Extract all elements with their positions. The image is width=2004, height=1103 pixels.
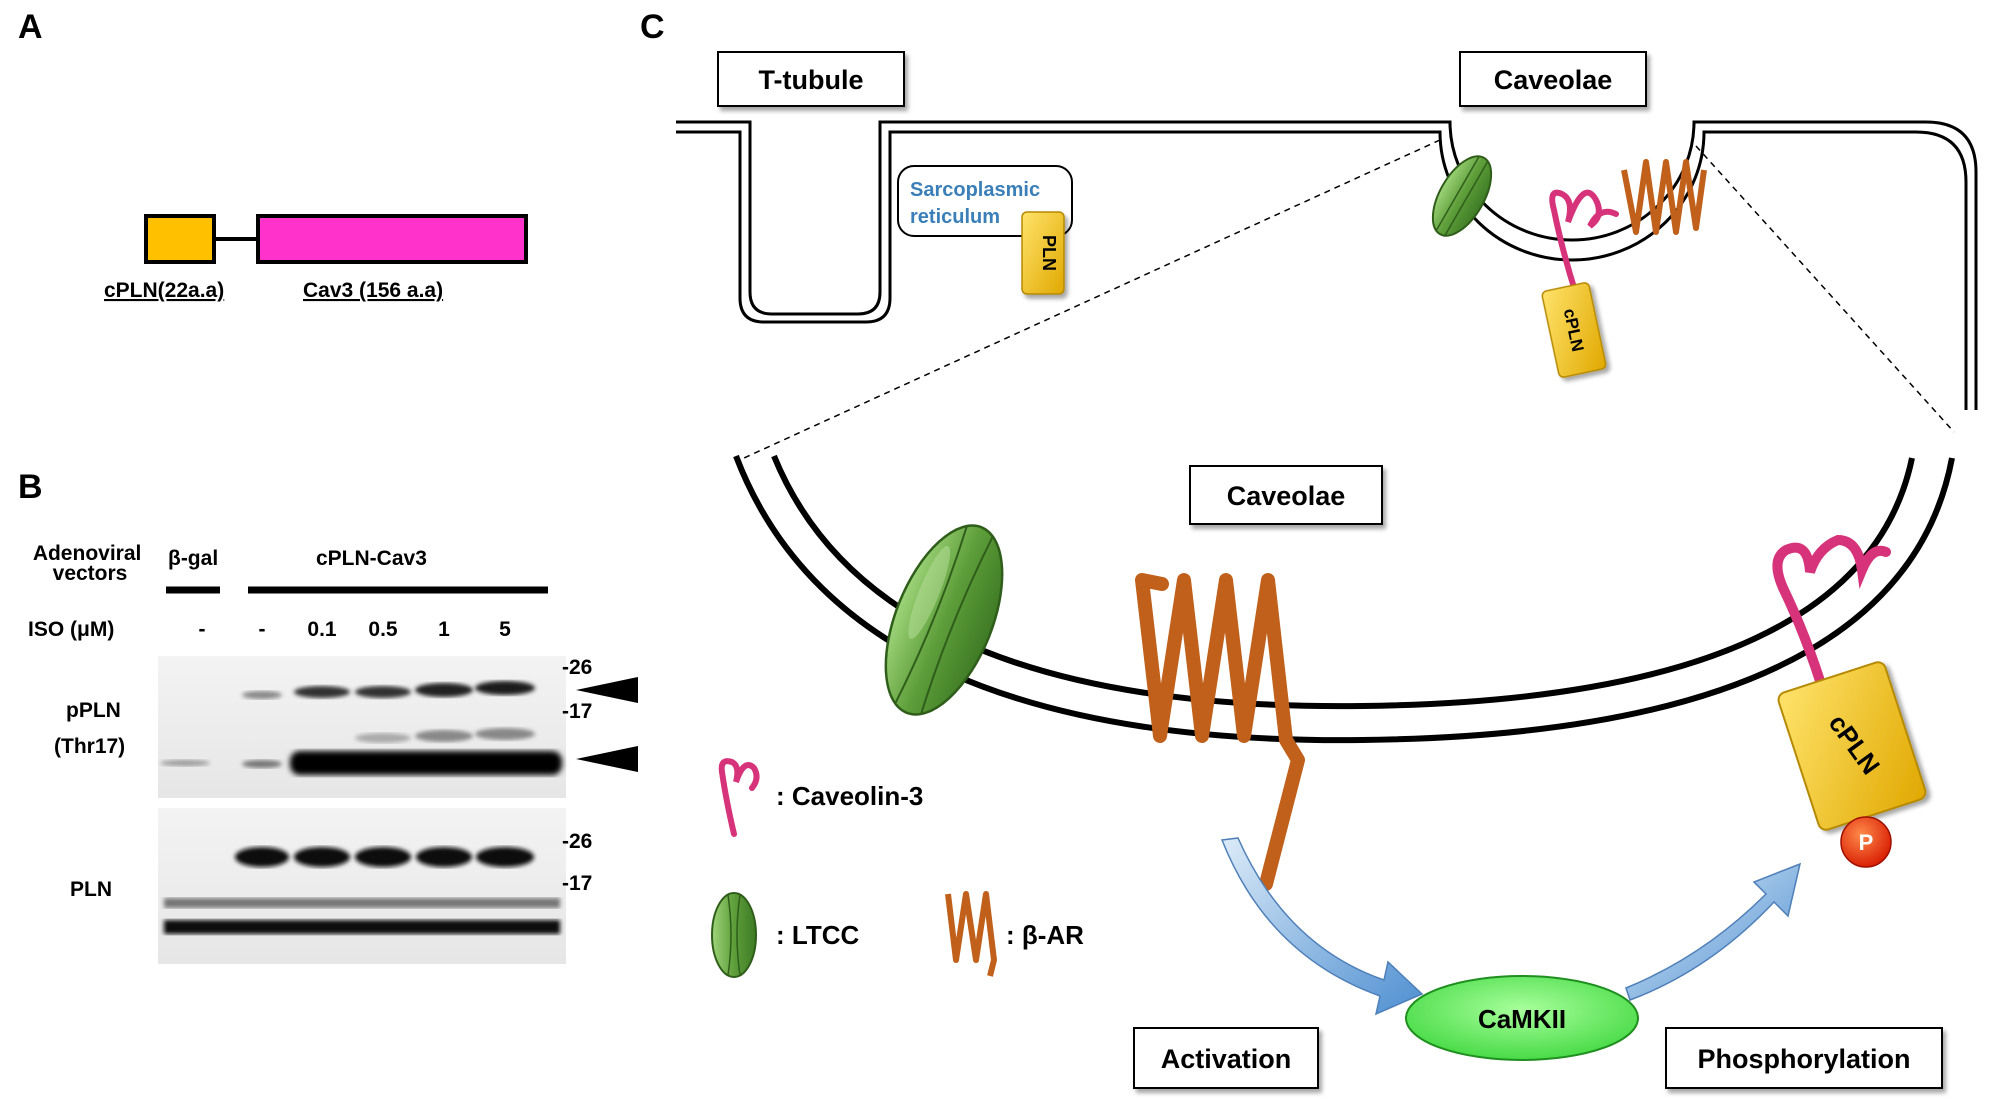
legend-ltcc-label: : LTCC [776, 920, 859, 950]
phospho-label: P [1859, 830, 1874, 855]
caveolae-top-box [1459, 51, 1647, 107]
band [164, 898, 560, 908]
band [294, 847, 350, 867]
sr-line2: reticulum [910, 206, 1000, 228]
pln-small [1021, 211, 1065, 295]
iso-value: 0.1 [307, 618, 337, 641]
camkii-ellipse [1405, 975, 1639, 1061]
legend-cav3-icon [718, 758, 760, 837]
iso-value: 5 [499, 618, 511, 641]
band [415, 730, 473, 742]
pPLN-blot [158, 656, 566, 798]
cpln-domain-box [144, 214, 216, 264]
band [164, 920, 560, 934]
marker-26-top: -26 [562, 656, 592, 679]
cpln-small-box [1541, 282, 1607, 378]
activation-arrow [1220, 837, 1424, 1016]
caveolae-mid-label: Caveolae [1227, 481, 1346, 511]
bar-small [1621, 159, 1707, 235]
phosphorylation-box [1665, 1027, 1943, 1089]
phosphorylation-label: Phosphorylation [1697, 1044, 1910, 1074]
PLN-bands [164, 847, 560, 934]
panel-b-label: B [18, 468, 43, 506]
band [355, 733, 411, 743]
iso-value: - [199, 618, 206, 641]
arrowhead-lower [576, 746, 638, 772]
activation-label: Activation [1161, 1044, 1292, 1074]
cpln-domain-label: cPLN(22a.a) [104, 279, 224, 302]
band [415, 683, 473, 697]
cav3-domain-box [256, 214, 528, 264]
panel-c-label: C [640, 8, 665, 46]
bgal-label: β-gal [168, 547, 218, 570]
caveolae-top-label: Caveolae [1494, 65, 1613, 95]
band [475, 681, 535, 695]
legend-bar-icon [945, 891, 997, 977]
panel-a-label: A [18, 8, 43, 46]
arrowhead-upper [576, 677, 638, 703]
pln-small-label: PLN [1039, 235, 1059, 271]
ttubule-label: T-tubule [759, 65, 864, 95]
pPLN-label: pPLN [66, 699, 121, 722]
thr17-label: (Thr17) [54, 735, 125, 758]
cav3-big [1772, 534, 1891, 705]
iso-value: 0.5 [368, 618, 398, 641]
iso-values: - - 0.1 0.5 1 5 [199, 618, 512, 641]
adenoviral-line2: vectors [53, 562, 128, 585]
zoom-line-right [1695, 145, 1955, 433]
PLN-label: PLN [70, 878, 112, 901]
band [476, 847, 534, 867]
iso-value: 1 [438, 618, 450, 641]
band [475, 728, 535, 740]
marker-17-bottom: -17 [562, 872, 592, 895]
phospho-circle [1840, 816, 1892, 868]
cpln-big-box [1777, 661, 1927, 831]
band [290, 751, 562, 775]
marker-26-bottom: -26 [562, 830, 592, 853]
pPLN-bands [160, 681, 562, 775]
band [242, 760, 282, 768]
zoom-line-left [743, 139, 1441, 459]
bar-big [1135, 573, 1305, 891]
band [416, 847, 472, 867]
sr-line1: Sarcoplasmic [910, 179, 1040, 201]
band [294, 686, 350, 698]
legend-cav3-label: : Caveolin-3 [776, 781, 923, 811]
caveolae-mid-box [1189, 465, 1383, 525]
legend-bar-label: : β-AR [1006, 920, 1084, 950]
cav3-domain-label: Cav3 (156 a.a) [303, 279, 443, 302]
band [355, 847, 411, 867]
legend-ltcc-icon [711, 892, 757, 978]
iso-value: - [259, 618, 266, 641]
marker-17-top: -17 [562, 700, 592, 723]
band [355, 686, 411, 698]
adenoviral-line1: Adenoviral [33, 542, 142, 565]
iso-label: ISO (μM) [28, 618, 114, 641]
band [235, 847, 289, 867]
ltcc-big [884, 524, 1004, 716]
zoom-membrane [733, 454, 1955, 744]
cav3-small [1549, 189, 1619, 297]
top-membrane [676, 120, 1978, 410]
cpln-cav3-label: cPLN-Cav3 [316, 547, 427, 570]
activation-box [1133, 1027, 1319, 1089]
ttubule-box [717, 51, 905, 107]
ltcc-small [1431, 155, 1493, 237]
adenoviral-label: Adenoviral vectors [33, 542, 147, 585]
band [242, 691, 282, 699]
camkii-label: CaMKII [1478, 1004, 1566, 1034]
PLN-blot [158, 808, 566, 964]
band [160, 760, 210, 766]
phosphorylation-arrow [1625, 862, 1802, 1001]
